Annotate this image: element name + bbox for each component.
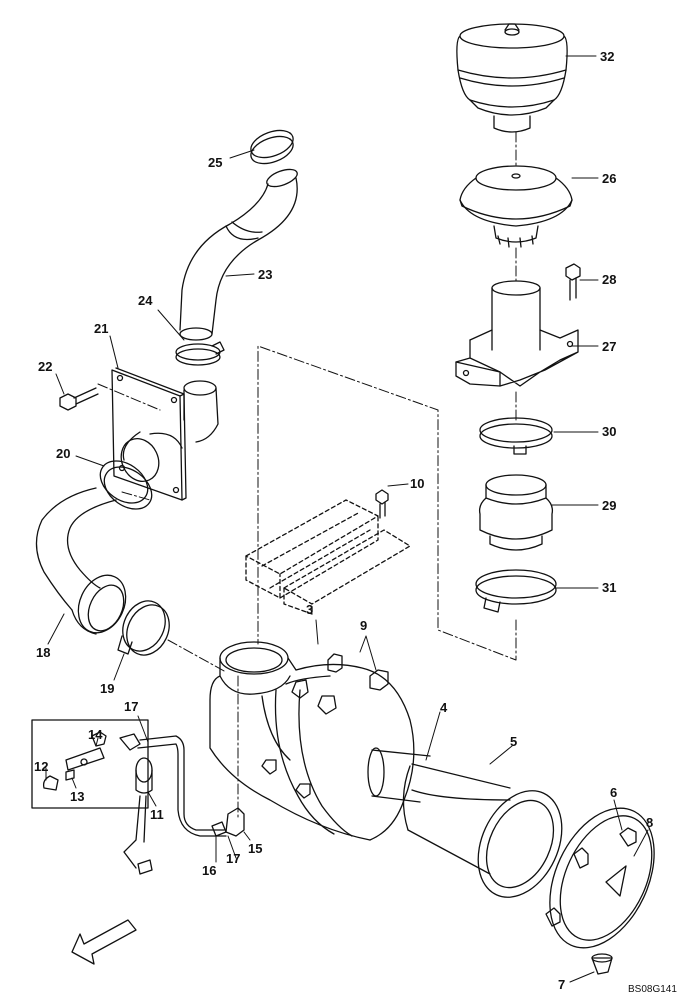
- callout-12: 12: [34, 759, 49, 774]
- intake-hose-18: [35, 487, 127, 635]
- callout-6: 6: [610, 785, 618, 800]
- hose-clamp-30: [479, 417, 553, 455]
- callout-13: 13: [70, 789, 85, 804]
- callout-17-lower: 17: [226, 851, 241, 866]
- callout-16: 16: [202, 863, 217, 878]
- bolt-28: [565, 263, 581, 301]
- vacuator-valve-7: [591, 953, 613, 975]
- callout-8: 8: [646, 815, 654, 830]
- callout-11: 11: [150, 807, 164, 822]
- hose-clamp-20: [99, 460, 153, 510]
- mounting-plate-21: [111, 367, 219, 501]
- callout-15: 15: [248, 841, 263, 856]
- indicator-inset: [31, 719, 149, 809]
- bolt-22: [59, 387, 99, 411]
- drawing-code: BS08G141: [628, 984, 677, 995]
- fitting-15: [211, 807, 245, 837]
- hose-clamp-25: [250, 129, 294, 165]
- callout-5: 5: [510, 734, 518, 749]
- callout-9: 9: [360, 618, 368, 633]
- filter-element-5: [402, 763, 563, 898]
- callout-14: 14: [88, 727, 103, 742]
- bolt-10: [375, 489, 389, 519]
- callout-10: 10: [410, 476, 425, 491]
- precleaner-bowl: [459, 165, 573, 248]
- callout-7: 7: [558, 977, 566, 992]
- callout-24: 24: [138, 293, 153, 308]
- callout-4: 4: [440, 700, 448, 715]
- hose-clamp-31: [475, 569, 557, 613]
- callout-32: 32: [600, 49, 615, 64]
- precleaner-bracket: [455, 280, 579, 387]
- callout-leaders: [45, 55, 649, 983]
- precleaner-cap: [456, 23, 568, 133]
- callout-18: 18: [36, 645, 51, 660]
- callout-17-upper: 17: [124, 699, 139, 714]
- mounting-bands-9: [261, 653, 389, 799]
- connector-hose-29: [478, 474, 554, 551]
- restriction-indicator-11: [119, 733, 227, 875]
- callout-30: 30: [602, 424, 617, 439]
- callout-19: 19: [100, 681, 115, 696]
- end-cover-6: [545, 807, 655, 949]
- mounting-bracket-dashed: [245, 499, 411, 615]
- callout-28: 28: [602, 272, 617, 287]
- outlet-tube-4: [367, 747, 431, 803]
- callout-3: 3: [306, 602, 314, 617]
- callout-29: 29: [602, 498, 617, 513]
- callout-25: 25: [208, 155, 223, 170]
- callout-31: 31: [602, 580, 617, 595]
- hose-clamp-24: [175, 341, 225, 366]
- callout-27: 27: [602, 339, 617, 354]
- callout-20: 20: [56, 446, 71, 461]
- callout-22: 22: [38, 359, 53, 374]
- callout-23: 23: [258, 267, 273, 282]
- callout-21: 21: [94, 321, 109, 336]
- front-direction-arrow: [71, 919, 137, 965]
- alignment-lines: [97, 131, 517, 819]
- callout-26: 26: [602, 171, 617, 186]
- intake-elbow-hose-23: [179, 168, 298, 341]
- hose-clamp-19: [117, 600, 170, 656]
